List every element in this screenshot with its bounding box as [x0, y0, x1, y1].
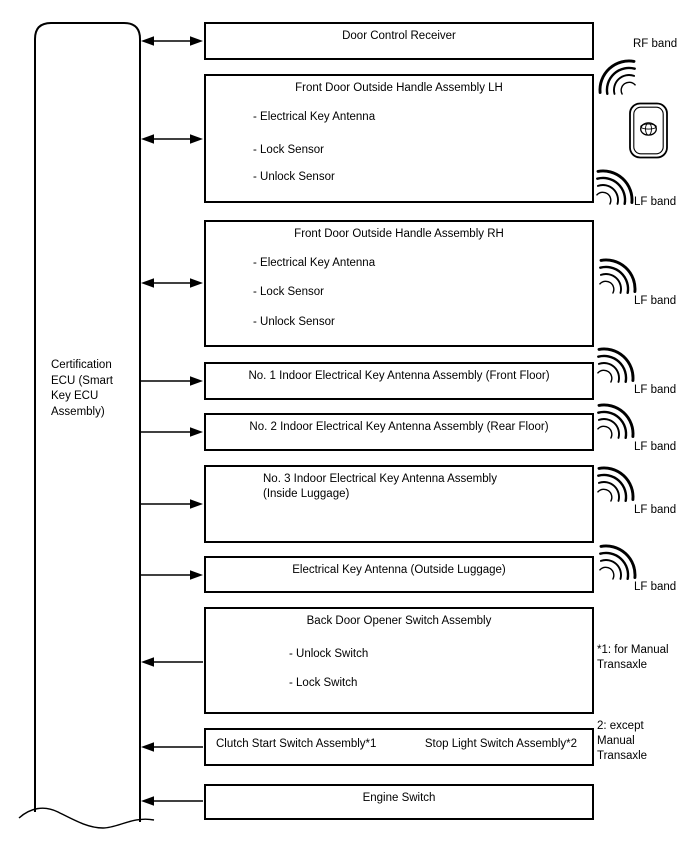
lf-radio-wave-icon-1 [595, 169, 634, 206]
lf-radio-wave-icon-5 [596, 466, 635, 503]
ecu-torn-edge [18, 807, 155, 829]
ecu-label-line: Assembly) [51, 405, 105, 418]
rf-radio-wave-icon [598, 59, 637, 96]
footnote-line: *1: for Manual [597, 644, 669, 656]
ecu-label: Certification ECU (Smart Key ECU Assembl… [51, 358, 113, 420]
ecu-label-line: ECU (Smart [51, 374, 113, 387]
box-item: - Lock Sensor [253, 286, 324, 298]
lf-radio-wave-icon-6 [598, 544, 637, 581]
box-item: - Electrical Key Antenna [253, 257, 376, 269]
arrow-from-engine-switch [141, 796, 203, 806]
box-item: - Electrical Key Antenna [253, 111, 376, 123]
footnote-line: Manual [597, 735, 635, 747]
box-door-control-receiver: Door Control Receiver [204, 22, 594, 60]
box-item: - Lock Switch [289, 677, 358, 689]
arrow-to-antenna-outside-luggage [141, 570, 203, 580]
box-title: Front Door Outside Handle Assembly RH [294, 228, 504, 240]
arrow-bidirectional-door-control-receiver [141, 36, 203, 46]
box-front-door-handle-lh: Front Door Outside Handle Assembly LH - … [204, 74, 594, 203]
box-label-left: Clutch Start Switch Assembly*1 [216, 738, 377, 750]
lf-band-label: LF band [634, 196, 677, 208]
box-clutch-stop-light-switch: Clutch Start Switch Assembly*1 Stop Ligh… [204, 728, 594, 766]
ecu-box-outline [34, 22, 141, 822]
box-label-right: Stop Light Switch Assembly*2 [424, 738, 577, 750]
lf-band-label: LF band [634, 384, 677, 396]
rf-band-label: RF band [633, 38, 678, 50]
arrow-to-antenna-1 [141, 376, 203, 386]
arrow-from-back-door-opener [141, 657, 203, 667]
box-title-line: No. 3 Indoor Electrical Key Antenna Asse… [263, 473, 497, 485]
footnote-1: *1: for Manual Transaxle [597, 643, 669, 673]
box-front-door-handle-rh: Front Door Outside Handle Assembly RH - … [204, 220, 594, 347]
box-item: - Unlock Sensor [253, 171, 335, 183]
arrow-bidirectional-front-door-rh [141, 278, 203, 288]
arrow-from-clutch-stop-light [141, 742, 203, 752]
box-indoor-antenna-3: No. 3 Indoor Electrical Key Antenna Asse… [204, 465, 594, 543]
lf-band-label: LF band [634, 504, 677, 516]
box-title: Door Control Receiver [342, 30, 456, 42]
lf-radio-wave-icon-2 [598, 258, 637, 295]
box-title: Front Door Outside Handle Assembly LH [295, 82, 503, 94]
lf-band-label: LF band [634, 581, 677, 593]
box-engine-switch: Engine Switch [204, 784, 594, 820]
box-back-door-opener-switch: Back Door Opener Switch Assembly - Unloc… [204, 607, 594, 714]
lf-band-label: LF band [634, 441, 677, 453]
box-indoor-antenna-1: No. 1 Indoor Electrical Key Antenna Asse… [204, 362, 594, 400]
box-item: - Unlock Sensor [253, 316, 335, 328]
footnote-line: 2: except [597, 720, 644, 732]
ecu-label-line: Key ECU [51, 390, 99, 402]
arrow-to-antenna-2 [141, 427, 203, 437]
footnote-line: Transaxle [597, 659, 648, 671]
box-indoor-antenna-2: No. 2 Indoor Electrical Key Antenna Asse… [204, 413, 594, 451]
box-title: Back Door Opener Switch Assembly [306, 615, 492, 627]
smart-key-fob-icon [629, 102, 668, 159]
box-title: Electrical Key Antenna (Outside Luggage) [292, 564, 506, 576]
box-item: - Lock Sensor [253, 144, 324, 156]
box-title-line: (Inside Luggage) [263, 487, 350, 500]
box-item: - Unlock Switch [289, 648, 369, 660]
box-title: No. 2 Indoor Electrical Key Antenna Asse… [249, 421, 549, 433]
ecu-label-line: Certification [51, 359, 112, 371]
lf-band-label: LF band [634, 295, 677, 307]
footnote-line: Transaxle [597, 750, 648, 762]
box-antenna-outside-luggage: Electrical Key Antenna (Outside Luggage) [204, 556, 594, 593]
arrow-to-antenna-3 [141, 499, 203, 509]
lf-radio-wave-icon-3 [596, 347, 635, 384]
arrow-bidirectional-front-door-lh [141, 134, 203, 144]
box-title: No. 1 Indoor Electrical Key Antenna Asse… [248, 370, 550, 382]
footnote-2: 2: except Manual Transaxle [597, 719, 647, 764]
lf-radio-wave-icon-4 [596, 403, 635, 440]
box-title: Engine Switch [362, 792, 436, 804]
